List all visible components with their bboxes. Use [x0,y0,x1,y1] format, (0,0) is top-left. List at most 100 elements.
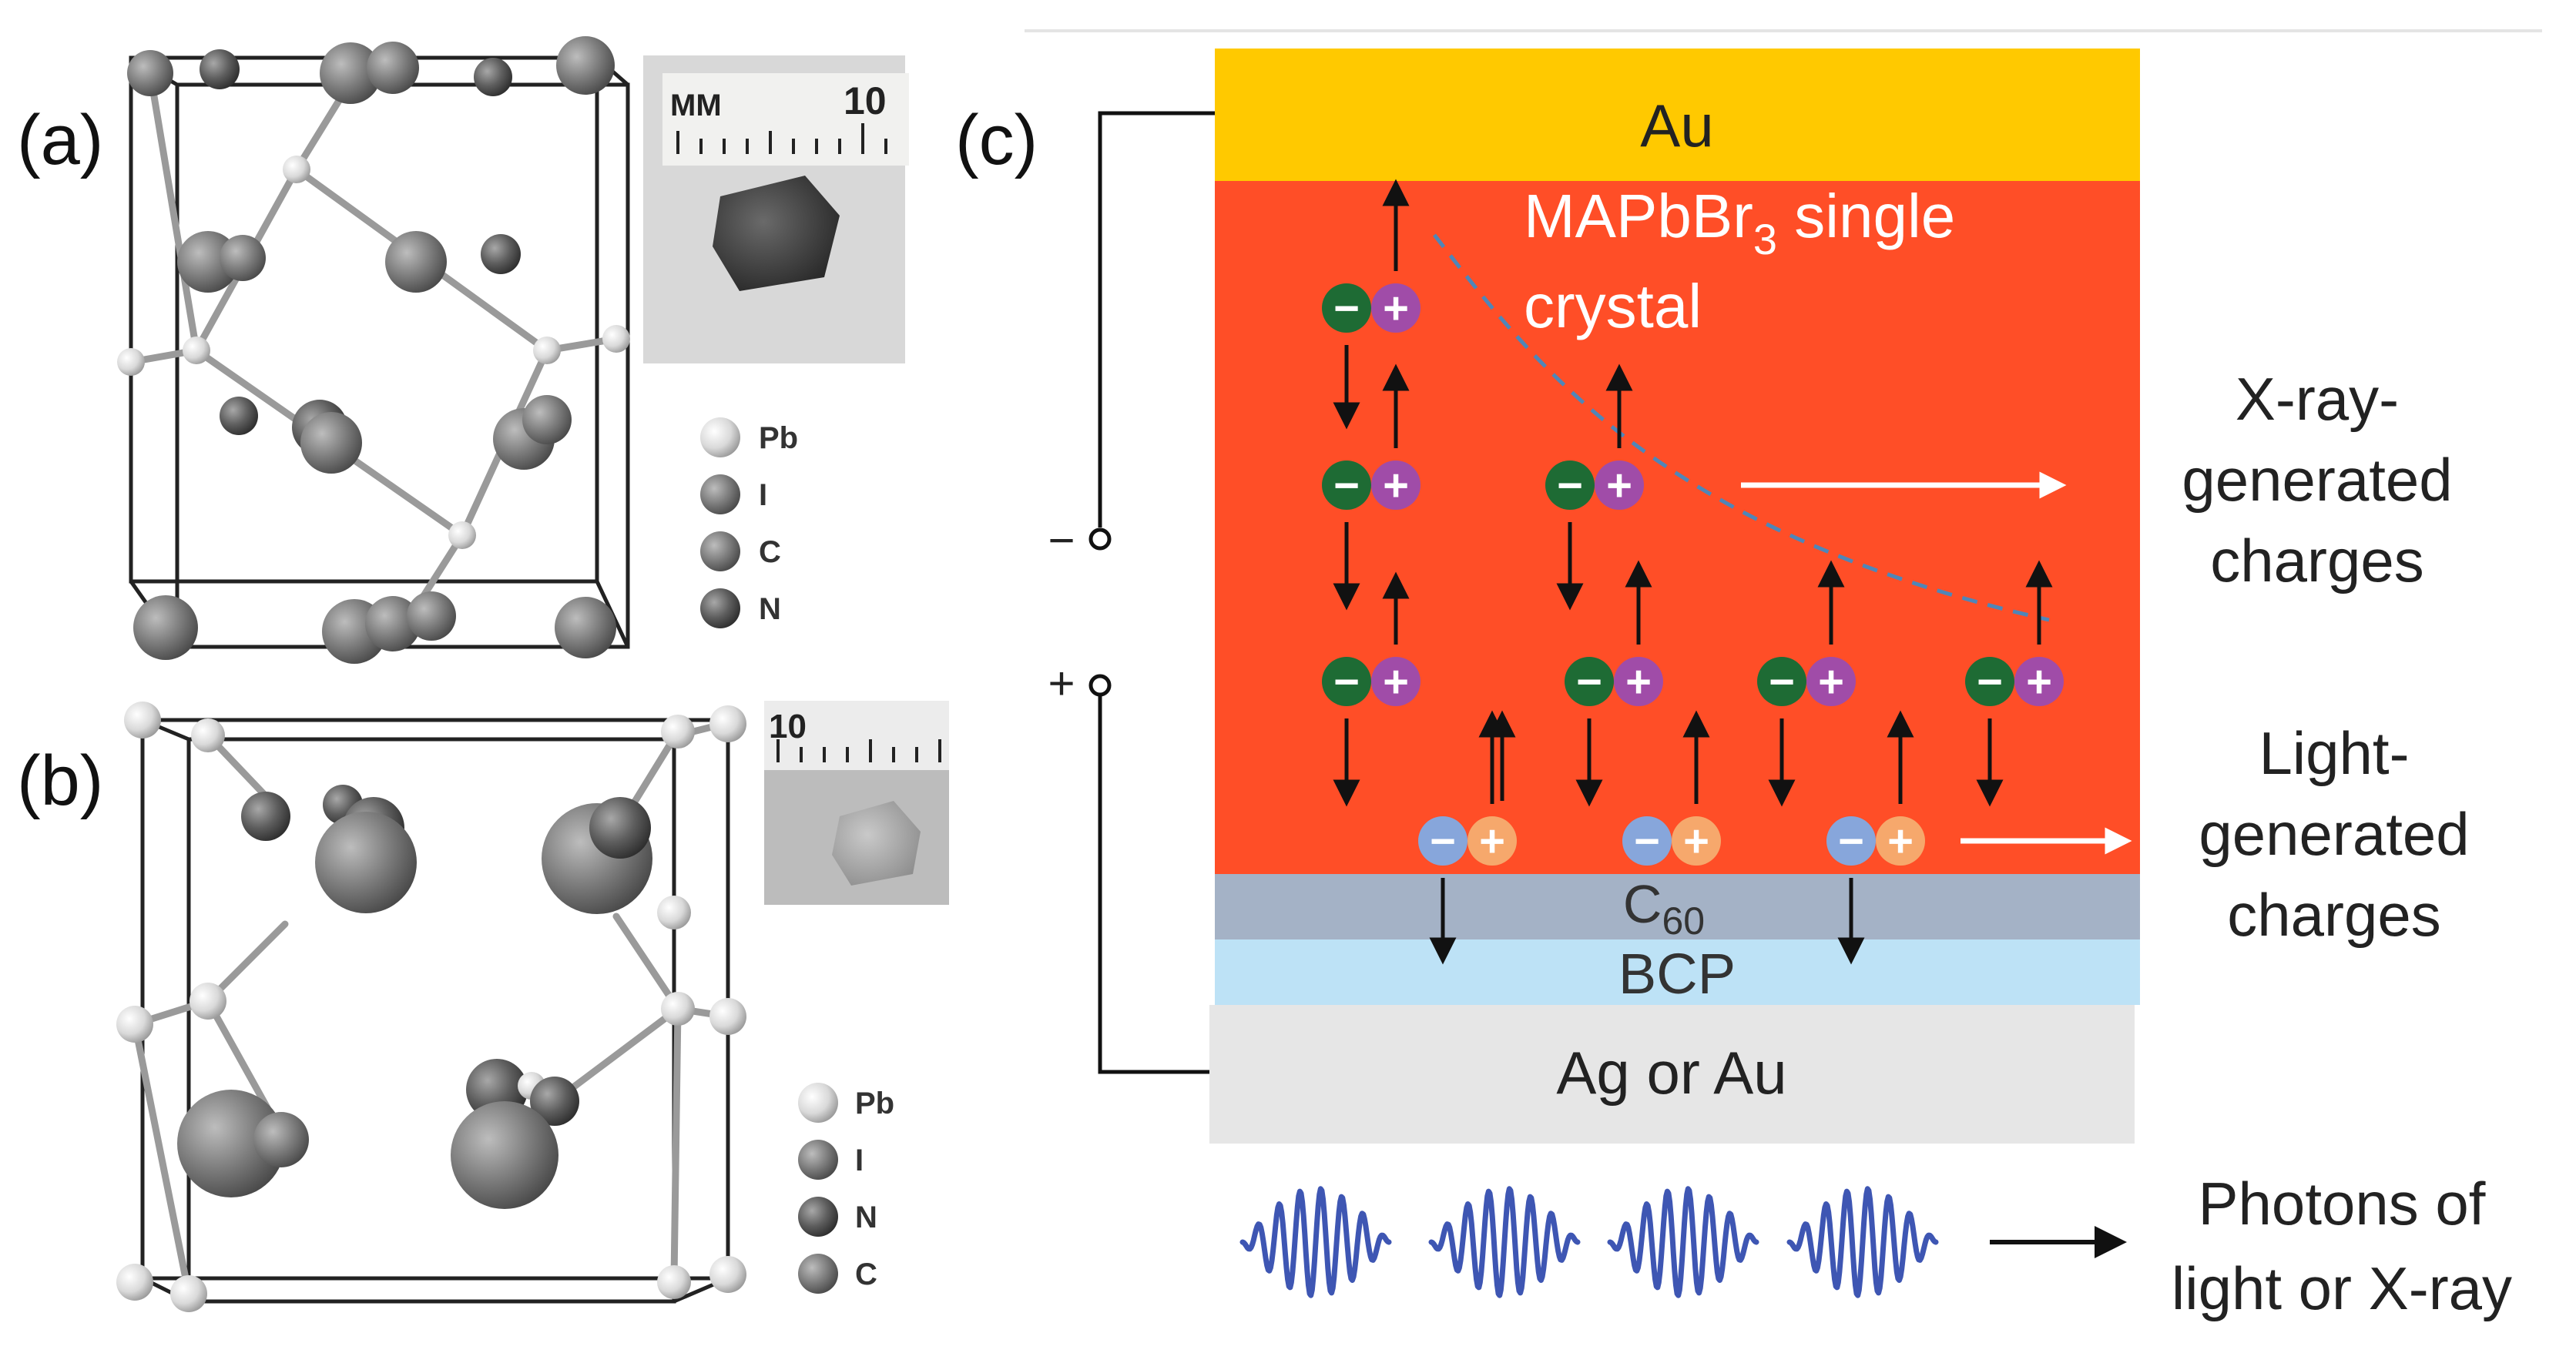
photon-wave-2 [1428,1186,1581,1298]
hole [1371,460,1420,510]
xray-pair-3: −+ [1545,460,1644,511]
light-pair-3: −+ [1826,816,1925,866]
light-label-line-3: charges [2227,881,2441,949]
hole [1672,816,1721,866]
hole-sign: + [2026,657,2052,707]
panel-label-a: (a) [17,101,103,179]
light-label-line-1: Light- [2259,719,2409,787]
layer-crystal [1215,181,2140,874]
layer-bottom-electrode [1209,1005,2135,1144]
electron [1545,460,1595,510]
terminal-minus-label: − [1048,514,1075,566]
hole-sign: + [1606,460,1632,511]
layer-au [1215,49,2140,181]
photon-waves [1239,1186,1939,1298]
xray-generated-label: X-ray- generated charges [2182,365,2452,594]
electron [1418,816,1467,866]
photo-a-ruler-number: 10 [844,79,887,122]
hole-sign: + [1383,283,1409,333]
hole [1614,657,1663,706]
photo-b-crystal [832,801,921,886]
electron-sign: − [1430,816,1456,866]
electron-sign: − [1333,460,1360,511]
electron-sign: − [1838,816,1864,866]
photon-wave-1 [1239,1186,1392,1298]
photon-wave-4 [1786,1186,1939,1298]
xray-label-line-2: generated [2182,446,2452,514]
panel-label-c: (c) [955,101,1038,179]
charge-carriers: −+−+−+−+−+−+−+−+−+−+ [1322,179,2064,965]
xray-pair-6: −+ [1757,657,1856,707]
layer-c60 [1215,874,2140,939]
circuit-wires [1098,111,1215,1074]
hole [1371,283,1420,333]
hole [1876,816,1925,866]
electron [1565,657,1614,706]
hole [2014,657,2064,706]
photons-label-line-2: light or X-ray [2172,1254,2512,1322]
legend-b-3: C [855,1258,877,1291]
panel-a-legend: Pb I C N [700,417,798,628]
hole [1467,816,1517,866]
panel-b-legend: Pb I N C [798,1083,894,1294]
xray-pair-4: −+ [1322,657,1420,707]
electron-sign: − [1333,283,1360,333]
light-label-line-2: generated [2199,800,2469,868]
panel-b-atoms [116,702,746,1312]
panel-a-atoms [117,36,630,664]
hole-sign: + [1683,816,1709,866]
hole [1806,657,1856,706]
layer-bcp [1215,939,2140,1005]
panel-label-b: (b) [17,742,103,820]
electron-sign: − [1769,657,1795,707]
crystal-label-line2: crystal [1524,272,1702,340]
layer-c60-label: C60 [1623,874,1705,943]
terminal-plus [1088,674,1112,697]
light-pair-1: −+ [1418,816,1517,866]
xray-pair-1: −+ [1322,283,1420,333]
electron-sign: − [1333,657,1360,707]
legend-a-3: N [759,592,781,626]
xray-absorption-curve [1433,233,2050,622]
hole-sign: + [1625,657,1652,707]
hole-sign: + [1887,816,1914,866]
legend-b-1: I [855,1144,864,1177]
light-pair-2: −+ [1622,816,1721,866]
electron [1622,816,1672,866]
photon-wave-3 [1607,1186,1759,1298]
electron [1826,816,1876,866]
photons-label-line-1: Photons of [2199,1170,2486,1237]
electron [1322,657,1371,706]
panel-a-photo: MM 10 [643,55,909,363]
electron [1757,657,1806,706]
xray-pair-2: −+ [1322,460,1420,511]
electron [1965,657,2014,706]
hole-sign: + [1818,657,1844,707]
xray-label-line-1: X-ray- [2236,365,2399,433]
legend-b-0: Pb [855,1087,894,1120]
terminal-plus-label: + [1048,658,1075,709]
photo-a-ruler-unit: MM [670,89,722,122]
light-generated-label: Light- generated charges [2199,719,2469,949]
legend-a-2: C [759,535,781,569]
hole-sign: + [1479,816,1505,866]
terminal-minus [1088,527,1112,551]
electron-sign: − [1634,816,1660,866]
layer-bcp-label: BCP [1618,942,1736,1006]
hole-sign: + [1383,657,1409,707]
hole [1371,657,1420,706]
xray-label-line-3: charges [2210,527,2424,594]
electron-sign: − [1977,657,2003,707]
electron-sign: − [1576,657,1602,707]
layer-bottom-label: Ag or Au [1556,1039,1786,1107]
hole [1595,460,1644,510]
electron-sign: − [1557,460,1583,511]
xray-pair-7: −+ [1965,657,2064,707]
legend-a-0: Pb [759,421,798,455]
hole-sign: + [1383,460,1409,511]
photo-a-crystal [713,176,840,291]
crystal-label: MAPbBr3 single [1524,182,1955,263]
legend-a-1: I [759,478,767,512]
legend-b-2: N [855,1201,877,1234]
